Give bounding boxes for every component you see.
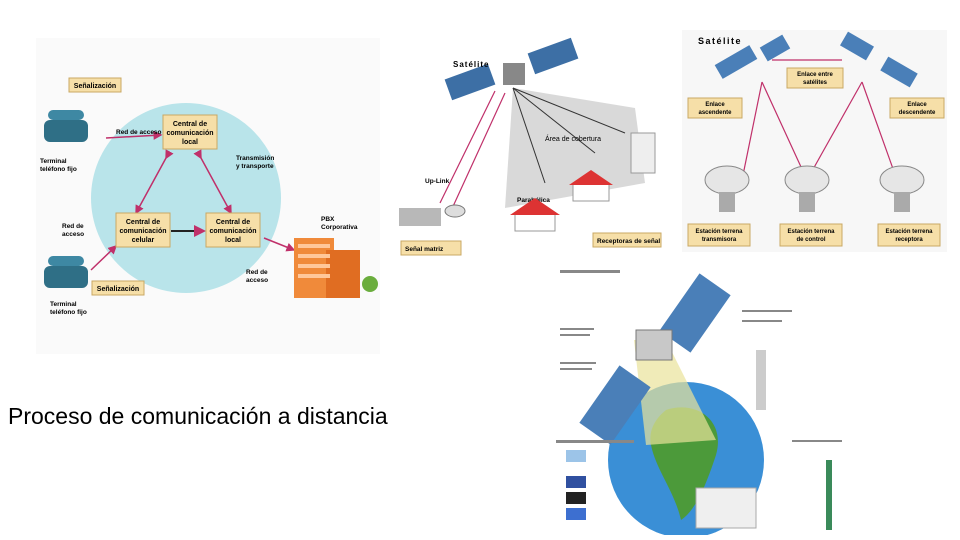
central-local-bottom-line2: comunicación bbox=[209, 228, 256, 235]
satellite-coverage-svg: Satélite Área de cobertura Up-Link Parab… bbox=[395, 33, 663, 261]
transmision-line1: Transmisión bbox=[236, 155, 274, 162]
satellite-icon bbox=[840, 32, 918, 88]
receptoras-label: Receptoras de señal bbox=[597, 238, 660, 245]
satellite-coverage-diagram: Satélite Área de cobertura Up-Link Parab… bbox=[395, 33, 663, 261]
terminal-top-line1: Terminal bbox=[40, 158, 67, 165]
estacion-control-line2: de control bbox=[796, 237, 825, 243]
central-local-top-line3: local bbox=[182, 139, 198, 146]
uplink-line bbox=[440, 91, 495, 203]
central-local-bottom-line3: local bbox=[225, 237, 241, 244]
satellite-icon bbox=[445, 38, 579, 100]
transmision-line2: y transporte bbox=[236, 163, 274, 170]
uplink-line bbox=[450, 93, 505, 213]
red-acceso-left-line1: Red de bbox=[62, 223, 84, 230]
telephone-icon bbox=[44, 256, 88, 288]
ground-station-icon bbox=[399, 205, 465, 226]
slide-caption: Proceso de comunicación a distancia bbox=[8, 403, 388, 430]
senalizacion-top-label: Señalización bbox=[74, 83, 116, 90]
telephone-icon bbox=[44, 110, 88, 142]
central-local-top-line1: Central de bbox=[173, 121, 207, 128]
link-terminal-celular bbox=[91, 246, 116, 270]
enlace-descendente-line2: descendente bbox=[899, 110, 936, 116]
ground-stations-svg: Satélite Enlace entre satélites Enlace a… bbox=[682, 30, 947, 252]
senalizacion-bottom-label: Señalización bbox=[97, 286, 139, 293]
enlace-ascendente-line1: Enlace bbox=[705, 102, 725, 108]
central-celular-line1: Central de bbox=[126, 219, 160, 226]
enlace-ascendente-line2: ascendente bbox=[698, 110, 732, 116]
enlace-satelites-line1: Enlace entre bbox=[797, 72, 833, 78]
terminal-bottom-line1: Terminal bbox=[50, 301, 77, 308]
ground-stations-diagram: Satélite Enlace entre satélites Enlace a… bbox=[682, 30, 947, 252]
uplink-label: Up-Link bbox=[425, 178, 450, 185]
satelite-label: Satélite bbox=[698, 36, 742, 46]
area-cobertura-label: Área de cobertura bbox=[545, 134, 601, 143]
dish-antenna-icon bbox=[705, 166, 924, 212]
estacion-receptora-line2: receptora bbox=[895, 237, 923, 243]
satelite-label: Satélite bbox=[453, 60, 489, 69]
estacion-control-line1: Estación terrena bbox=[787, 229, 835, 235]
red-acceso-right-line2: acceso bbox=[246, 277, 268, 284]
enlace-satelites-line2: satélites bbox=[803, 80, 828, 86]
telephony-diagram-svg: Señalización Central de comunicación loc… bbox=[36, 38, 380, 354]
control-line bbox=[762, 82, 807, 180]
central-local-top-line2: comunicación bbox=[166, 130, 213, 137]
pbx-line2: Corporativa bbox=[321, 224, 358, 231]
pbx-building-icon bbox=[294, 238, 378, 298]
terminal-top-line2: teléfono fijo bbox=[40, 166, 77, 173]
estacion-transmisora-line2: transmisora bbox=[702, 237, 737, 243]
central-celular-line2: comunicación bbox=[119, 228, 166, 235]
red-acceso-right-line1: Red de bbox=[246, 269, 268, 276]
central-celular-line3: celular bbox=[132, 237, 155, 244]
enlace-descendente-line1: Enlace bbox=[907, 102, 927, 108]
red-acceso-top-label: Red de acceso bbox=[116, 129, 162, 136]
senal-matriz-label: Señal matriz bbox=[405, 246, 444, 253]
red-acceso-left-line2: acceso bbox=[62, 231, 84, 238]
downlink-line bbox=[862, 82, 897, 180]
uplink-line bbox=[742, 82, 762, 180]
estacion-receptora-line1: Estación terrena bbox=[885, 229, 933, 235]
telephony-network-diagram: Señalización Central de comunicación loc… bbox=[36, 38, 380, 354]
control-line bbox=[807, 82, 862, 180]
pbx-line1: PBX bbox=[321, 216, 335, 223]
terminal-bottom-line2: teléfono fijo bbox=[50, 309, 87, 316]
satellite-earth-svg bbox=[556, 270, 850, 535]
satellite-earth-infographic bbox=[556, 270, 850, 535]
central-local-bottom-line1: Central de bbox=[216, 219, 250, 226]
estacion-transmisora-line1: Estación terrena bbox=[695, 229, 743, 235]
